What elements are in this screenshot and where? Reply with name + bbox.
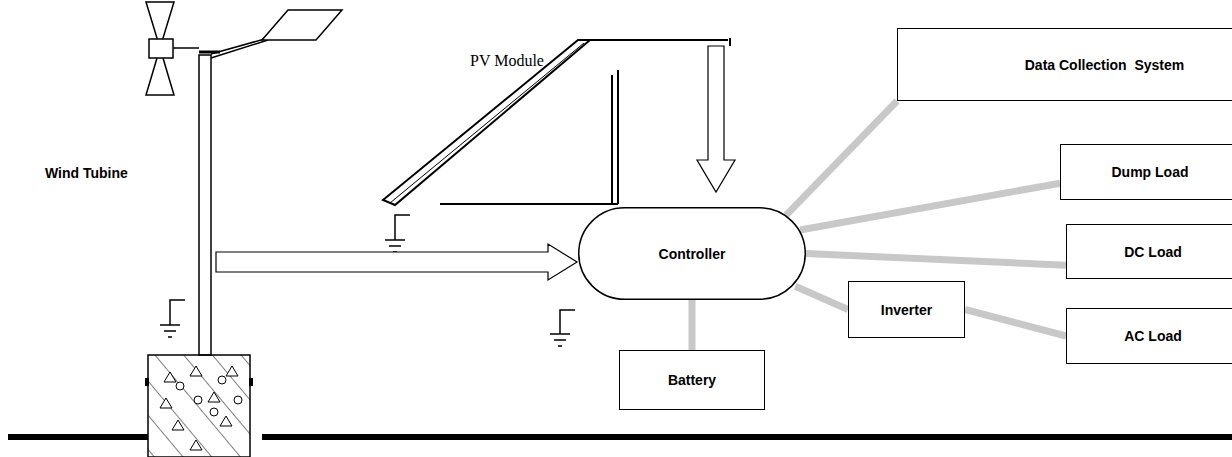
module-label: PV Module xyxy=(470,52,544,70)
connector-line xyxy=(786,101,897,215)
connector-line xyxy=(965,310,1066,337)
connector-line xyxy=(795,286,848,309)
ground-symbol xyxy=(160,215,575,346)
node-text: Data Collection System xyxy=(1025,57,1185,73)
node-text: DC Load xyxy=(1124,244,1182,260)
turbine-foundation xyxy=(145,355,253,457)
battery-box: Battery xyxy=(619,350,765,410)
connector-line xyxy=(806,254,1066,266)
node-text: Controller xyxy=(659,246,726,262)
ac-load-box: AC Load xyxy=(1066,308,1232,364)
node-text: AC Load xyxy=(1124,328,1182,344)
controller-stadium: Controller xyxy=(578,207,806,300)
node-text: Dump Load xyxy=(1112,164,1189,180)
dc-load-box: DC Load xyxy=(1066,224,1232,279)
dump-load-box: Dump Load xyxy=(1060,144,1232,200)
inverter-box: Inverter xyxy=(848,281,965,338)
turbine-label: Wind Tubine xyxy=(45,165,128,181)
pv-module xyxy=(383,38,730,205)
connector-line xyxy=(800,183,1060,230)
data-collection-box: Data Collection System xyxy=(897,28,1232,101)
stadium-shape xyxy=(579,208,806,300)
node-text: Battery xyxy=(668,372,716,388)
node-text: Inverter xyxy=(881,302,932,318)
wind-turbine xyxy=(146,2,342,355)
connector-line xyxy=(689,300,696,350)
